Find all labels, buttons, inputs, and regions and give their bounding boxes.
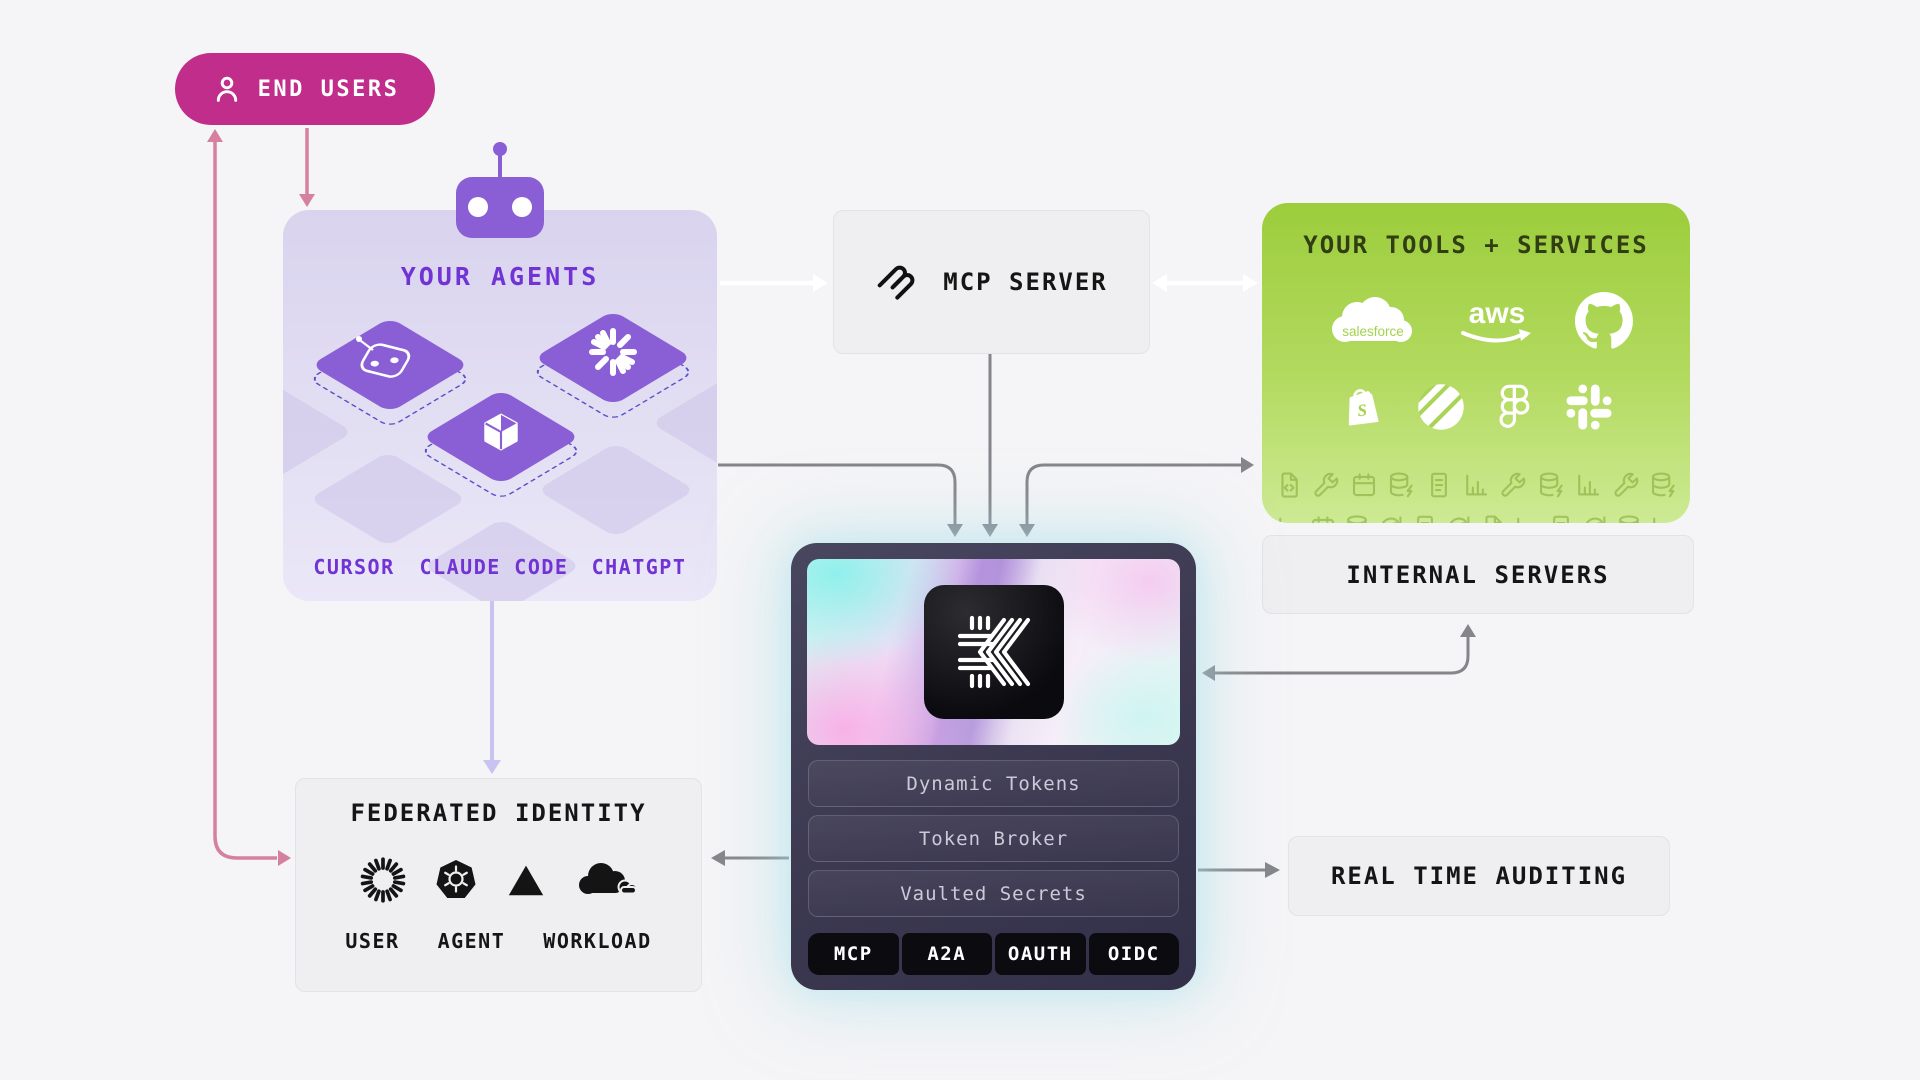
your-agents-panel: YOUR AGENTS CURSOR CLAUDE CODE CHATGPT bbox=[283, 210, 717, 601]
keycard-logo-icon bbox=[957, 615, 1030, 689]
figma-icon bbox=[1499, 384, 1530, 428]
mcp-logo-icon bbox=[877, 265, 915, 300]
okta-icon bbox=[360, 857, 405, 903]
agent-label-cursor: CURSOR bbox=[313, 555, 395, 579]
tools-background-icons bbox=[1274, 470, 1678, 523]
linear-icon bbox=[1418, 384, 1464, 430]
refresh-icon bbox=[1444, 513, 1474, 523]
robot-icon bbox=[456, 177, 544, 238]
database-bolt-icon bbox=[1648, 470, 1678, 500]
shopify-letter: S bbox=[1356, 400, 1368, 420]
agent-labels: CURSOR CLAUDE CODE CHATGPT bbox=[283, 555, 717, 579]
icon-strip-row bbox=[1274, 470, 1678, 500]
cube-icon bbox=[484, 413, 518, 451]
chart-icon bbox=[1461, 470, 1491, 500]
internal-servers-box: INTERNAL SERVERS bbox=[1262, 535, 1694, 614]
vercel-icon bbox=[508, 865, 543, 896]
chart-icon bbox=[1648, 513, 1678, 523]
connector-keycard-to-federated bbox=[711, 850, 789, 866]
file-code-icon bbox=[1274, 470, 1304, 500]
protocol-mcp: MCP bbox=[808, 933, 899, 975]
calendar-icon bbox=[1349, 470, 1379, 500]
database-bolt-icon bbox=[1536, 470, 1566, 500]
connector-keycard-to-auditing bbox=[1198, 862, 1280, 878]
tools-logo-row-1: salesforce aws bbox=[1262, 289, 1690, 353]
kubernetes-icon bbox=[436, 860, 475, 898]
keycard-logo-tile bbox=[923, 585, 1064, 719]
file-code-icon bbox=[1478, 513, 1508, 523]
keycard-broker-box: Dynamic Tokens Token Broker Vaulted Secr… bbox=[791, 543, 1196, 990]
mcp-server-box: MCP SERVER bbox=[833, 210, 1150, 354]
federated-icons bbox=[359, 849, 639, 911]
end-users-label: END USERS bbox=[257, 76, 400, 102]
connector-tools-keycard-bidirectional bbox=[1019, 457, 1254, 537]
protocol-oidc: OIDC bbox=[1088, 933, 1179, 975]
tools-logo-row-2: S bbox=[1262, 381, 1690, 433]
tools-services-panel: YOUR TOOLS + SERVICES salesforce aws S bbox=[1262, 203, 1690, 523]
tools-title: YOUR TOOLS + SERVICES bbox=[1303, 231, 1649, 259]
starburst-icon bbox=[589, 328, 637, 376]
agents-title: YOUR AGENTS bbox=[400, 262, 600, 291]
aws-text: aws bbox=[1469, 297, 1526, 330]
federated-label-workload: WORKLOAD bbox=[543, 929, 652, 953]
wrench-icon bbox=[1311, 470, 1341, 500]
federated-labels: USER AGENT WORKLOAD bbox=[345, 929, 651, 953]
salesforce-text: salesforce bbox=[1342, 324, 1404, 339]
salesforce-icon: salesforce bbox=[1332, 297, 1412, 342]
agent-label-chatgpt: CHATGPT bbox=[591, 555, 687, 579]
github-icon bbox=[1575, 292, 1633, 349]
connector-federated-to-endusers bbox=[207, 129, 291, 866]
cloudflare-icon bbox=[578, 863, 638, 895]
federated-label-user: USER bbox=[345, 929, 400, 953]
calendar-icon bbox=[1308, 513, 1338, 523]
robot-antenna-dot bbox=[493, 142, 507, 156]
protocol-a2a: A2A bbox=[901, 933, 992, 975]
connector-endusers-to-agents bbox=[299, 128, 315, 207]
agent-pad-icon bbox=[356, 336, 411, 378]
connector-mcp-to-keycard bbox=[982, 354, 998, 537]
database-bolt-icon bbox=[1386, 470, 1416, 500]
icon-strip-row bbox=[1274, 513, 1678, 523]
feature-vaulted-secrets: Vaulted Secrets bbox=[808, 870, 1179, 917]
agents-background bbox=[283, 210, 717, 601]
file-text-icon bbox=[1410, 513, 1440, 523]
real-time-auditing-box: REAL TIME AUDITING bbox=[1288, 836, 1670, 916]
mcp-server-label: MCP SERVER bbox=[943, 268, 1108, 296]
file-text-icon bbox=[1546, 513, 1576, 523]
feature-token-broker: Token Broker bbox=[808, 815, 1179, 862]
federated-identity-box: FEDERATED IDENTITY bbox=[295, 778, 702, 992]
database-icon bbox=[1614, 513, 1644, 523]
refresh-icon bbox=[1376, 513, 1406, 523]
protocol-bar: MCP A2A OAUTH OIDC bbox=[808, 933, 1179, 975]
chart-icon bbox=[1573, 470, 1603, 500]
feature-dynamic-tokens: Dynamic Tokens bbox=[808, 760, 1179, 807]
protocol-oauth: OAUTH bbox=[995, 933, 1086, 975]
file-text-icon bbox=[1424, 470, 1454, 500]
robot-eye bbox=[512, 197, 532, 217]
connector-agents-to-federated bbox=[483, 601, 501, 774]
slack-icon bbox=[1566, 384, 1612, 430]
robot-eye bbox=[468, 197, 488, 217]
refresh-icon bbox=[1580, 513, 1610, 523]
connector-agents-to-mcp bbox=[720, 274, 828, 292]
auditing-label: REAL TIME AUDITING bbox=[1330, 862, 1628, 890]
agent-label-claude: CLAUDE CODE bbox=[419, 555, 569, 579]
chart-icon bbox=[1274, 513, 1304, 523]
internal-servers-label: INTERNAL SERVERS bbox=[1346, 560, 1610, 589]
holographic-card bbox=[807, 559, 1180, 745]
connector-internal-keycard-bidirectional bbox=[1202, 624, 1476, 681]
person-icon bbox=[216, 76, 237, 102]
shopify-icon: S bbox=[1348, 389, 1379, 426]
chart-icon bbox=[1512, 513, 1542, 523]
aws-icon: aws bbox=[1461, 297, 1531, 343]
federated-title: FEDERATED IDENTITY bbox=[350, 799, 647, 827]
federated-label-agent: AGENT bbox=[437, 929, 506, 953]
wrench-icon bbox=[1498, 470, 1528, 500]
connector-agents-to-keycard bbox=[718, 463, 963, 537]
connector-mcp-tools-bidirectional bbox=[1152, 274, 1258, 292]
end-users-badge: END USERS bbox=[175, 53, 435, 125]
database-icon bbox=[1342, 513, 1372, 523]
robot-antenna-stem bbox=[498, 154, 502, 180]
wrench-icon bbox=[1611, 470, 1641, 500]
